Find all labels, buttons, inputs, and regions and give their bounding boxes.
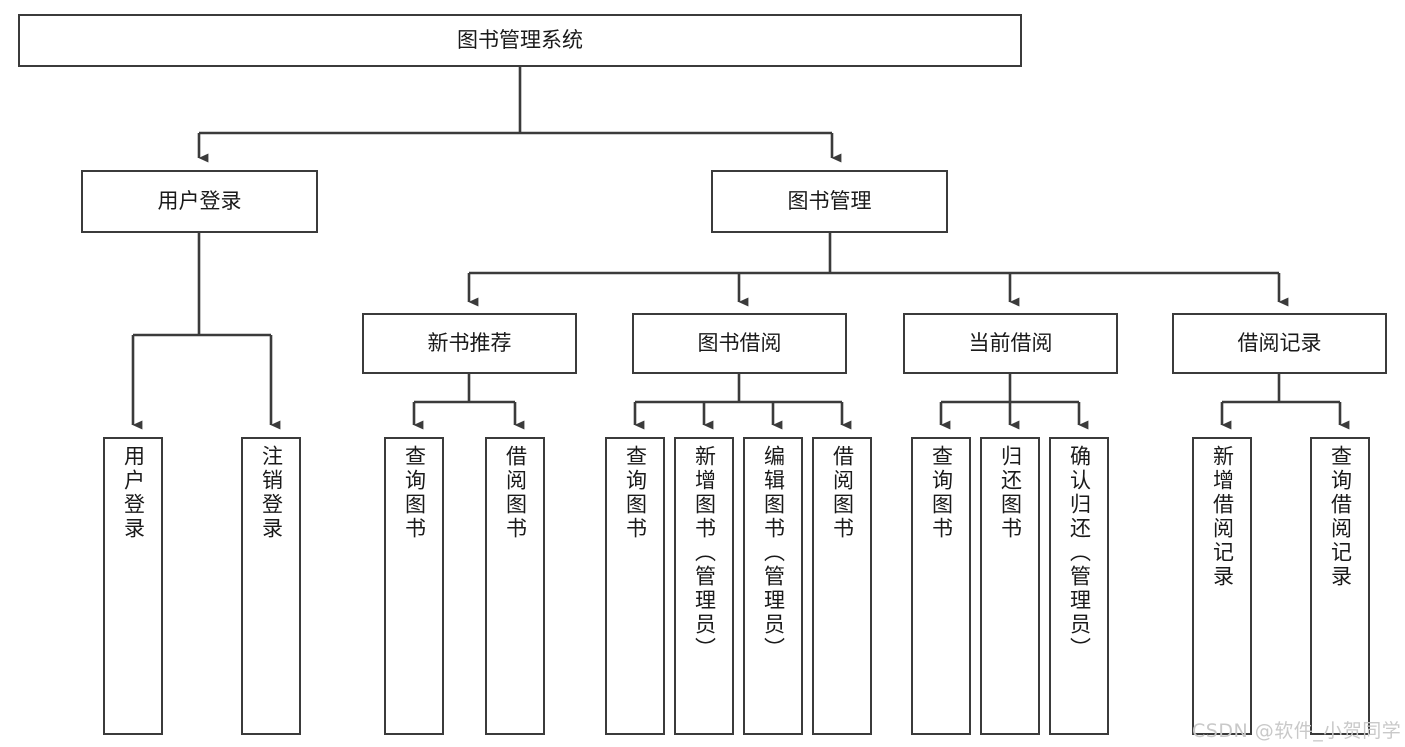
node-leaf-borrow-book-2[interactable]: 借阅图书 <box>812 437 872 735</box>
node-label: 图书借阅 <box>697 331 782 356</box>
node-leaf-query-book-3[interactable]: 查询图书 <box>911 437 971 735</box>
node-leaf-logout[interactable]: 注销登录 <box>241 437 301 735</box>
node-label: 图书管理系统 <box>457 28 583 53</box>
node-label: 查询借阅记录 <box>1328 445 1353 589</box>
node-label: 新增图书（管理员） <box>692 445 717 661</box>
node-label: 借阅记录 <box>1237 331 1322 356</box>
node-book-borrow[interactable]: 图书借阅 <box>632 313 847 374</box>
node-leaf-query-record[interactable]: 查询借阅记录 <box>1310 437 1370 735</box>
node-label: 图书管理 <box>787 189 872 214</box>
node-root-book-management-system[interactable]: 图书管理系统 <box>18 14 1022 67</box>
node-leaf-add-book[interactable]: 新增图书（管理员） <box>674 437 734 735</box>
node-borrow-record[interactable]: 借阅记录 <box>1172 313 1387 374</box>
node-label: 借阅图书 <box>503 445 528 541</box>
node-leaf-borrow-book-1[interactable]: 借阅图书 <box>485 437 545 735</box>
node-current-borrow[interactable]: 当前借阅 <box>903 313 1118 374</box>
watermark-text: CSDN @软件_小贺同学 <box>1192 720 1402 742</box>
node-label: 用户登录 <box>121 445 146 541</box>
node-new-book-recommend[interactable]: 新书推荐 <box>362 313 577 374</box>
node-leaf-confirm-return[interactable]: 确认归还（管理员） <box>1049 437 1109 735</box>
node-book-management[interactable]: 图书管理 <box>711 170 948 233</box>
node-label: 用户登录 <box>157 189 242 214</box>
node-leaf-query-book-2[interactable]: 查询图书 <box>605 437 665 735</box>
node-leaf-user-login[interactable]: 用户登录 <box>103 437 163 735</box>
csdn-watermark: CSDN @软件_小贺同学 <box>1192 716 1401 743</box>
node-label: 归还图书 <box>998 445 1023 541</box>
node-label: 新书推荐 <box>427 331 512 356</box>
node-label: 查询图书 <box>929 445 954 541</box>
node-leaf-return-book[interactable]: 归还图书 <box>980 437 1040 735</box>
node-label: 查询图书 <box>402 445 427 541</box>
node-leaf-add-record[interactable]: 新增借阅记录 <box>1192 437 1252 735</box>
node-label: 当前借阅 <box>968 331 1053 356</box>
node-label: 借阅图书 <box>830 445 855 541</box>
node-label: 新增借阅记录 <box>1210 445 1235 589</box>
node-leaf-edit-book[interactable]: 编辑图书（管理员） <box>743 437 803 735</box>
node-label: 编辑图书（管理员） <box>761 445 786 661</box>
node-label: 确认归还（管理员） <box>1067 445 1092 661</box>
node-leaf-query-book-1[interactable]: 查询图书 <box>384 437 444 735</box>
node-label: 注销登录 <box>259 445 284 541</box>
node-user-login[interactable]: 用户登录 <box>81 170 318 233</box>
node-label: 查询图书 <box>623 445 648 541</box>
